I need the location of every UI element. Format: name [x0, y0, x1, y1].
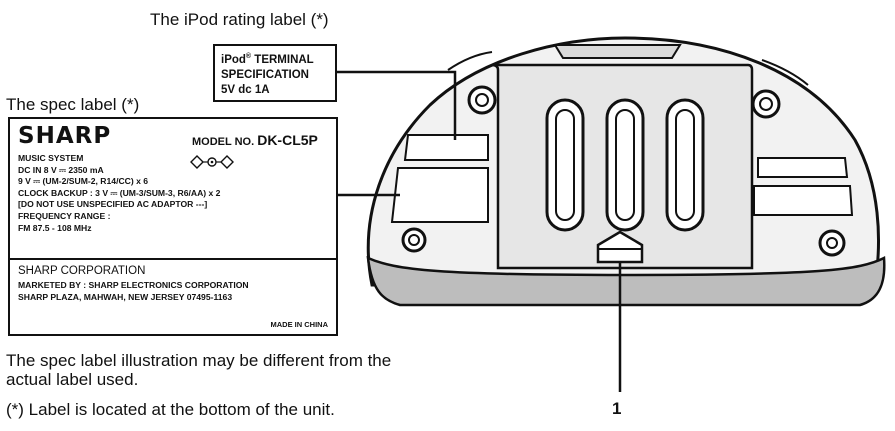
spec-line: 9 V ⎓ (UM-2/SUM-2, R14/CC) x 6	[18, 176, 149, 187]
ipod-brand: iPod	[221, 53, 246, 66]
spec-label-area	[390, 167, 489, 223]
spec-label-top-section: SHARP MODEL NO. DK-CL5P MUSIC SYSTEM DC …	[10, 119, 336, 260]
unit-rim	[366, 255, 886, 307]
model-number: MODEL NO. DK-CL5P	[192, 132, 318, 148]
model-prefix: MODEL NO.	[192, 136, 255, 148]
ipod-terminal-text: TERMINAL	[251, 53, 314, 66]
address: SHARP PLAZA, MAHWAH, NEW JERSEY 07495-11…	[18, 292, 233, 302]
vent-slot-2	[605, 98, 645, 232]
spec-label-bottom-section: SHARP CORPORATION MARKETED BY : SHARP EL…	[18, 264, 330, 303]
ipod-label-caption: The iPod rating label (*)	[150, 10, 329, 29]
spec-line: FREQUENCY RANGE :	[18, 210, 111, 221]
marketed-by: MARKETED BY : SHARP ELECTRONICS CORPORAT…	[18, 280, 249, 290]
top-slot	[553, 44, 682, 59]
spec-lines: MUSIC SYSTEM DC IN 8 V ⎓ 2350 mA 9 V ⎓ (…	[18, 153, 220, 234]
illustration-note: The spec label illustration may be diffe…	[6, 351, 392, 389]
ipod-leader-line	[337, 70, 457, 140]
callout-number: 1	[612, 399, 622, 418]
part-1-latch	[596, 230, 644, 264]
vent-slot-3	[665, 98, 705, 232]
spec-line: CLOCK BACKUP : 3 V ⎓ (UM-3/SUM-3, R6/AA)…	[18, 187, 221, 198]
ipod-label-area	[403, 134, 489, 161]
ipod-label-line2: SPECIFICATION	[221, 68, 309, 81]
spec-label: SHARP MODEL NO. DK-CL5P MUSIC SYSTEM DC …	[8, 117, 338, 336]
ipod-rating-label: iPod® TERMINAL SPECIFICATION 5V dc 1A	[213, 44, 337, 102]
sharp-logo: SHARP	[18, 123, 112, 149]
spec-line: FM 87.5 - 108 MHz	[18, 222, 92, 233]
spec-line: DC IN 8 V ⎓ 2350 mA	[18, 164, 104, 175]
vent-slot-1	[545, 98, 585, 232]
corporation-name: SHARP CORPORATION	[18, 265, 146, 277]
ipod-label-line3: 5V dc 1A	[221, 83, 270, 96]
foot-bottom-right	[818, 229, 846, 257]
model-value: DK-CL5P	[257, 132, 318, 148]
registered-mark: ®	[245, 53, 252, 60]
foot-bottom-left	[401, 227, 427, 253]
foot-top-left	[467, 85, 497, 115]
spec-line: MUSIC SYSTEM	[18, 153, 84, 163]
location-note: (*) Label is located at the bottom of th…	[6, 400, 335, 419]
ipod-label-line1: iPod® TERMINAL	[221, 49, 329, 68]
country-of-origin: MADE IN CHINA	[270, 320, 329, 329]
foot-top-right	[751, 89, 781, 119]
spec-line: [DO NOT USE UNSPECIFIED AC ADAPTOR ---]	[18, 199, 208, 210]
spec-label-caption: The spec label (*)	[6, 95, 140, 114]
polarity-symbol-icon	[190, 155, 234, 169]
